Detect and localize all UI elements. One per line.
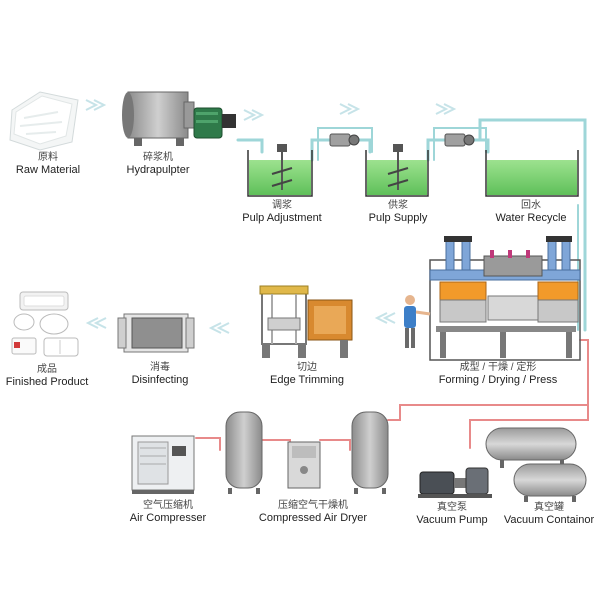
label-air-dryer-zh: 压缩空气干燥机 (278, 500, 348, 511)
label-pulp-supply: 供浆 Pulp Supply (360, 200, 436, 224)
label-pulp-supply-zh: 供浆 (388, 200, 408, 211)
label-raw-material-en: Raw Material (15, 163, 81, 176)
pipe-adjustment-loop (317, 127, 373, 161)
air-dryer-icon (287, 441, 321, 489)
label-vacuum-container: 真空罐 Vacuum Containor (500, 502, 598, 526)
pipe-supply-loop (433, 127, 487, 161)
vacuum-pump-icon (418, 467, 492, 498)
label-finished-product-zh: 成品 (37, 364, 57, 375)
label-vacuum-pump-en: Vacuum Pump (416, 513, 488, 526)
label-air-compressor-zh: 空气压缩机 (143, 500, 193, 511)
flow-arrows (85, 99, 457, 334)
pipe-air-compressor (195, 437, 221, 451)
vacuum-container-upper (485, 427, 577, 468)
pipe-vacuum-red (469, 339, 589, 449)
transfer-pump-1 (329, 133, 360, 147)
label-pulp-adjustment-en: Pulp Adjustment (242, 211, 322, 224)
transfer-pump-2 (444, 133, 475, 147)
label-hydrapulpter-zh: 碎浆机 (143, 152, 173, 163)
pulp-supply-tank (365, 144, 429, 197)
pipe-to-forming (468, 118, 587, 332)
water-recycle-tank (485, 150, 579, 197)
label-hydrapulpter-en: Hydrapulpter (126, 163, 190, 176)
label-hydrapulpter: 碎浆机 Hydrapulpter (118, 152, 198, 176)
label-edge-trimming-en: Edge Trimming (270, 373, 344, 386)
label-vacuum-pump-zh: 真空泵 (437, 502, 467, 513)
air-compressor-icon (131, 435, 195, 494)
label-raw-material-zh: 原料 (38, 152, 58, 163)
forming-machine-icon (429, 236, 581, 361)
edge-trimming-machine-icon (259, 285, 353, 358)
label-vacuum-container-zh: 真空罐 (534, 502, 564, 513)
label-edge-trimming: 切边 Edge Trimming (262, 362, 352, 386)
arrow-tank-to-supply (339, 103, 361, 115)
label-vacuum-pump: 真空泵 Vacuum Pump (412, 502, 492, 526)
hydrapulper-icon (122, 91, 236, 146)
label-edge-trimming-zh: 切边 (297, 362, 317, 373)
label-air-dryer-en: Compressed Air Dryer (258, 511, 368, 524)
arrow-raw-to-pulper (85, 99, 107, 111)
label-forming-en: Forming / Drying / Press (438, 373, 558, 386)
label-pulp-supply-en: Pulp Supply (368, 211, 428, 224)
label-pulp-adjustment-zh: 调浆 (272, 200, 292, 211)
label-disinfecting-zh: 消毒 (150, 362, 170, 373)
vacuum-container-lower (513, 463, 587, 502)
label-water-recycle-en: Water Recycle (495, 211, 567, 224)
arrow-pulper-to-tank (243, 109, 265, 121)
label-disinfecting: 消毒 Disinfecting (120, 362, 200, 386)
disinfecting-machine-icon (117, 313, 195, 353)
label-forming-zh: 成型 / 干燥 / 定形 (459, 362, 537, 373)
label-water-recycle: 回水 Water Recycle (486, 200, 576, 224)
label-air-compressor-en: Air Compresser (129, 511, 207, 524)
arrow-disinfect-to-product (85, 317, 107, 329)
pipe-network (195, 118, 589, 451)
operator-figure (404, 295, 431, 348)
arrow-trimming-to-disinfect (208, 322, 230, 334)
raw-material-icon (9, 91, 79, 151)
label-disinfecting-en: Disinfecting (131, 373, 189, 386)
label-finished-product: 成品 Finished Product (2, 364, 92, 388)
label-vacuum-container-en: Vacuum Containor (503, 513, 595, 526)
pulp-adjustment-tank (247, 144, 313, 197)
pipe-air-to-press (387, 404, 589, 421)
label-forming: 成型 / 干燥 / 定形 Forming / Drying / Press (428, 362, 568, 386)
label-air-dryer: 压缩空气干燥机 Compressed Air Dryer (250, 500, 376, 524)
label-pulp-adjustment: 调浆 Pulp Adjustment (240, 200, 324, 224)
finished-product-icon (11, 291, 79, 357)
air-tank-right (351, 411, 389, 494)
pipe-air-dryer-out (319, 439, 351, 451)
label-raw-material: 原料 Raw Material (8, 152, 88, 176)
arrow-supply-to-recycle (435, 103, 457, 115)
label-water-recycle-zh: 回水 (521, 200, 541, 211)
air-tank-left (225, 411, 263, 494)
label-air-compressor: 空气压缩机 Air Compresser (120, 500, 216, 524)
label-finished-product-en: Finished Product (5, 375, 89, 388)
pipe-air-dryer-in (261, 439, 291, 449)
arrow-forming-to-trimming (374, 312, 396, 324)
pipe-pulper-to-adjustment (236, 138, 264, 154)
